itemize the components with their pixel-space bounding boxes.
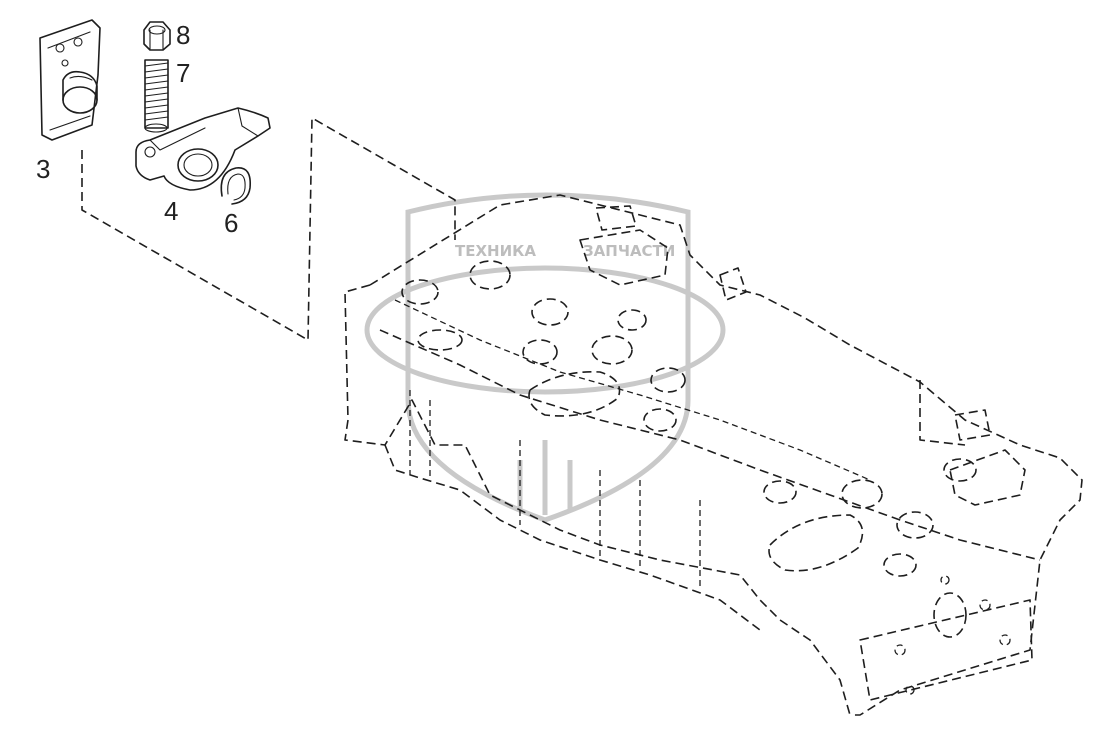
assembly-guide-lines (81, 117, 966, 446)
callout-3: 3 (36, 154, 50, 184)
callout-8: 8 (176, 20, 190, 50)
callout-4: 4 (164, 196, 178, 226)
watermark-text-right: ЗАПЧАСТИ (583, 242, 675, 260)
part-7-screw (144, 59, 169, 133)
part-8-nut (143, 21, 171, 51)
cylinder-head (344, 194, 1083, 716)
part-6-snap-ring (220, 167, 252, 205)
watermark-logo: ТЕХНИКА ЗАПЧАСТИ (364, 192, 726, 523)
callout-6: 6 (224, 208, 238, 238)
part-3-bracket (39, 19, 101, 141)
callout-7: 7 (176, 58, 190, 88)
watermark-text-left: ТЕХНИКА (455, 242, 536, 260)
part-4-rocker-arm (135, 107, 271, 191)
